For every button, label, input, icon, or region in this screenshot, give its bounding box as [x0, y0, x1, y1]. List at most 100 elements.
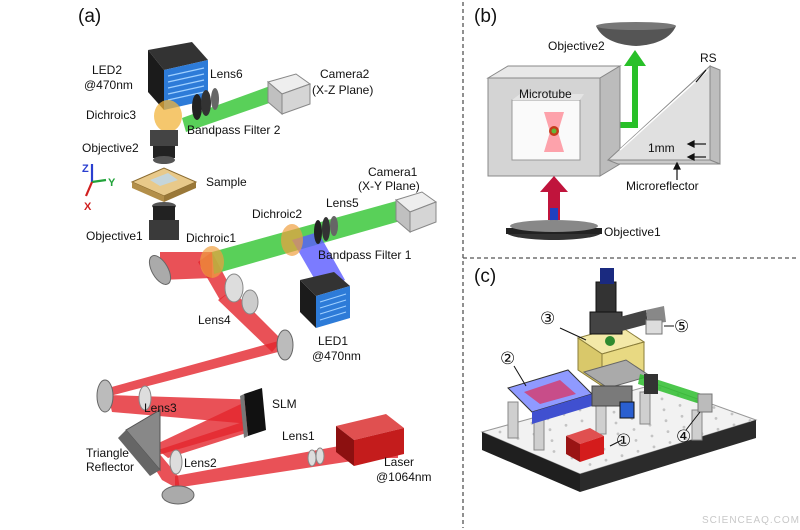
breadboard-hole [730, 412, 734, 416]
scale-arrows [673, 69, 707, 180]
upper-tower [589, 268, 623, 335]
breadboard-hole [668, 441, 672, 444]
marker-5: ⑤ [674, 317, 689, 336]
bandpass2-label: Bandpass Filter 2 [187, 123, 281, 137]
rs-label: RS [700, 51, 717, 65]
mirror-right [276, 329, 294, 361]
lens4-label: Lens4 [198, 313, 231, 327]
led2-label-line1: LED2 [92, 63, 122, 77]
breadboard-hole [612, 410, 616, 414]
breadboard-hole [616, 432, 620, 436]
led2-module [148, 42, 208, 110]
sample-stage [130, 167, 198, 202]
slm-label: SLM [272, 397, 297, 411]
laser-label-line1: Laser [384, 455, 414, 469]
breadboard-hole [650, 434, 654, 438]
breadboard-hole [682, 425, 686, 429]
triangle-reflector [118, 409, 161, 476]
camera2-label-line1: Camera2 [320, 67, 370, 81]
dichroic1 [200, 246, 224, 278]
axis-triad: Z Y X [82, 163, 116, 213]
laser-box [566, 428, 604, 462]
breadboard-hole [618, 443, 622, 447]
breadboard-hole [684, 436, 688, 440]
breadboard-hole [678, 404, 682, 407]
objective2-b-label: Objective2 [548, 39, 605, 53]
axis-z-label: Z [82, 163, 89, 175]
breadboard-hole [588, 463, 592, 466]
watermark: SCIENCEAQ.COM [702, 515, 800, 526]
led1-label-line2: @470nm [312, 349, 361, 363]
breadboard-hole [548, 428, 552, 432]
breadboard [480, 383, 758, 492]
triangle-label-line2: Reflector [86, 460, 134, 474]
panel-b-label: (b) [474, 6, 497, 27]
dichroic2-label: Dichroic2 [252, 207, 302, 221]
objective2-label: Objective2 [82, 141, 139, 155]
lens6-label: Lens6 [210, 67, 243, 81]
microtube-beam [544, 112, 564, 152]
slm [240, 388, 266, 438]
central-cube [576, 325, 652, 407]
breadboard-hole [564, 423, 568, 427]
dichroic3 [154, 100, 182, 132]
dichroic1-label: Dichroic1 [186, 231, 236, 245]
marker-1: ① [616, 431, 631, 450]
microreflector [606, 64, 721, 165]
pointer-lines [513, 325, 701, 447]
breadboard-hole [666, 430, 670, 433]
bandpass1-label: Bandpass Filter 1 [318, 248, 412, 262]
camera2-label-line2: (X-Z Plane) [312, 83, 373, 97]
breadboard-hole [498, 430, 502, 434]
posts [507, 391, 703, 451]
objective1-b-label: Objective1 [604, 225, 661, 239]
mirror-bottom [161, 485, 195, 505]
breadboard-hole [550, 439, 554, 442]
axis-y-label: Y [108, 177, 116, 189]
microreflector-label: Microreflector [626, 179, 699, 193]
marker-2: ② [500, 349, 515, 368]
panel-c: (c) [474, 266, 758, 492]
mirror-lower-left [148, 255, 172, 285]
panel-a-label: (a) [78, 6, 101, 27]
lens5 [314, 216, 338, 244]
breadboard-hole [614, 421, 618, 425]
excitation-arrow [540, 176, 568, 222]
axis-x-label: X [84, 201, 92, 213]
lens3 [138, 385, 152, 411]
breadboard-hole [620, 454, 624, 458]
breadboard-hole [634, 439, 638, 442]
breadboard-hole [712, 406, 716, 409]
led2-label-line2: @470nm [84, 78, 133, 92]
breadboard-hole [732, 423, 736, 427]
marker-4: ④ [676, 427, 691, 446]
lens2-label: Lens2 [184, 456, 217, 470]
mirror-left [96, 379, 114, 413]
breadboard-hole [662, 408, 666, 412]
breadboard-hole [748, 419, 752, 422]
breadboard-hole [604, 458, 608, 462]
breadboard-hole [714, 417, 718, 420]
panel-a: (a) [78, 6, 438, 505]
lens1-label: Lens1 [282, 429, 315, 443]
lower-right-arm [619, 374, 713, 419]
microtube-label: Microtube [519, 87, 572, 101]
objective2-a [150, 130, 178, 164]
scale-label: 1mm [648, 141, 675, 155]
camera1 [394, 191, 438, 234]
right-arm [616, 306, 666, 335]
dichroic2 [281, 224, 303, 256]
dichroic3-label: Dichroic3 [86, 108, 136, 122]
lens4 [224, 273, 259, 315]
triangle-label-line1: Triangle [86, 446, 129, 460]
breadboard-hole [652, 445, 656, 449]
microtube-box [486, 65, 622, 177]
objective2-b [596, 26, 676, 46]
camera1-label-line1: Camera1 [368, 165, 418, 179]
marker-3: ③ [540, 309, 555, 328]
breadboard-hole [552, 450, 556, 453]
panel-c-label: (c) [474, 266, 496, 287]
lens1 [307, 447, 325, 467]
camera1-label-line2: (X-Y Plane) [358, 179, 420, 193]
